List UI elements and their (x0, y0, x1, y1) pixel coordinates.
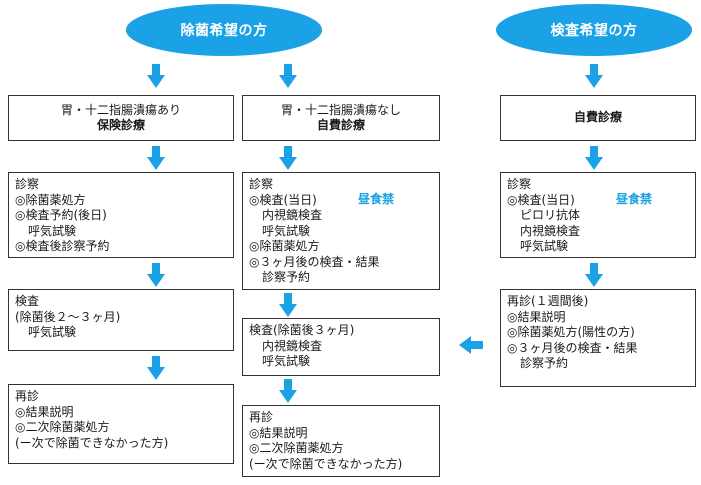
insurance-label: 保険診療 (96, 118, 145, 132)
arrow-down-icon (147, 146, 165, 170)
text-line: ◎３ヶ月後の検査・結果 (507, 340, 638, 355)
sterilization-wish-oval: 除菌希望の方 (126, 4, 322, 56)
arrow-down-icon (147, 263, 165, 287)
exam-wish-oval: 検査希望の方 (496, 4, 692, 56)
arrow-left-icon (459, 336, 483, 354)
text-line: ◎二次除菌薬処方 (15, 420, 110, 434)
col3-revisit-box: 再診(１週間後) ◎結果説明 ◎除菌薬処方(陽性の方) ◎３ヶ月後の検査・結果 … (500, 289, 696, 387)
col1-consultation-box: 診察 ◎除菌薬処方 ◎検査予約(後日) 呼気試験 ◎検査後診察予約 (8, 172, 234, 258)
text-line: 内視鏡検査 (262, 208, 323, 222)
arrow-down-icon (585, 64, 603, 88)
text-line: ◎除菌薬処方(陽性の方) (507, 325, 635, 339)
col2-exam-box: 検査(除菌後３ヶ月) 内視鏡検査 呼気試験 (242, 318, 440, 376)
self-pay-label: 自費診療 (573, 110, 622, 125)
col1-exam-box: 検査 (除菌後２～３ヶ月) 呼気試験 (8, 289, 234, 351)
text-line: ◎結果説明 (15, 404, 74, 419)
text-line: ◎結果説明 (507, 309, 566, 324)
text-line: ◎結果説明 (249, 425, 308, 440)
arrow-down-icon (147, 64, 165, 88)
text-line: 診察 (15, 177, 40, 191)
no-lunch-badge: 昼食禁 (616, 192, 653, 206)
ulcer-no-label: 胃・十二指腸潰瘍なし (280, 102, 401, 117)
text-line: 内視鏡検査 (520, 223, 581, 238)
text-line: 呼気試験 (28, 325, 77, 339)
text-line: ◎二次除菌薬処方 (249, 441, 344, 455)
text-line: ◎検査(当日) (249, 192, 317, 207)
text-line: ◎検査(当日) (507, 192, 575, 207)
text-line: 呼気試験 (262, 354, 311, 368)
arrow-down-icon (279, 293, 297, 317)
text-line: ピロリ抗体 (520, 208, 581, 222)
text-line: 再診 (249, 410, 274, 424)
col2-revisit-box: 再診 ◎結果説明 ◎二次除菌薬処方 (ー次で除菌できなかった方) (242, 405, 440, 477)
text-line: 診察 (507, 177, 532, 191)
arrow-down-icon (147, 356, 165, 380)
text-line: 呼気試験 (262, 223, 311, 238)
ulcer-yes-label: 胃・十二指腸潰瘍あり (60, 102, 181, 117)
text-line: ◎除菌薬処方 (249, 239, 320, 253)
self-pay-label: 自費診療 (316, 118, 365, 132)
col3-consultation-box: 診察 ◎検査(当日) ピロリ抗体 内視鏡検査 呼気試験 昼食禁 (500, 172, 696, 258)
col2-consultation-box: 診察 ◎検査(当日) 内視鏡検査 呼気試験 ◎除菌薬処方 ◎３ヶ月後の検査・結果… (242, 172, 440, 290)
no-lunch-badge: 昼食禁 (358, 192, 395, 206)
text-line: 再診(１週間後) (507, 294, 589, 308)
arrow-down-icon (585, 146, 603, 170)
arrow-down-icon (279, 146, 297, 170)
text-line: ◎検査予約(後日) (15, 208, 107, 222)
text-line: 検査 (15, 294, 40, 308)
arrow-down-icon (279, 64, 297, 88)
ulcer-no-box: 胃・十二指腸潰瘍なし 自費診療 (242, 95, 440, 141)
text-line: 診察予約 (262, 270, 311, 284)
text-line: 呼気試験 (28, 223, 77, 238)
text-line: 呼気試験 (520, 239, 569, 253)
text-line: 検査(除菌後３ヶ月) (249, 323, 355, 337)
text-line: 再診 (15, 389, 40, 403)
text-line: 診察予約 (520, 356, 569, 370)
text-line: (除菌後２～３ヶ月) (15, 309, 121, 324)
text-line: (ー次で除菌できなかった方) (15, 435, 169, 450)
text-line: (ー次で除菌できなかった方) (249, 456, 403, 471)
ulcer-yes-box: 胃・十二指腸潰瘍あり 保険診療 (8, 95, 234, 141)
arrow-down-icon (585, 263, 603, 287)
col1-revisit-box: 再診 ◎結果説明 ◎二次除菌薬処方 (ー次で除菌できなかった方) (8, 384, 234, 464)
self-pay-box: 自費診療 (500, 95, 696, 141)
text-line: ◎３ヶ月後の検査・結果 (249, 254, 380, 269)
text-line: 内視鏡検査 (262, 338, 323, 353)
text-line: 診察 (249, 177, 274, 191)
text-line: ◎検査後診察予約 (15, 239, 110, 253)
arrow-down-icon (279, 379, 297, 403)
text-line: ◎除菌薬処方 (15, 192, 86, 207)
